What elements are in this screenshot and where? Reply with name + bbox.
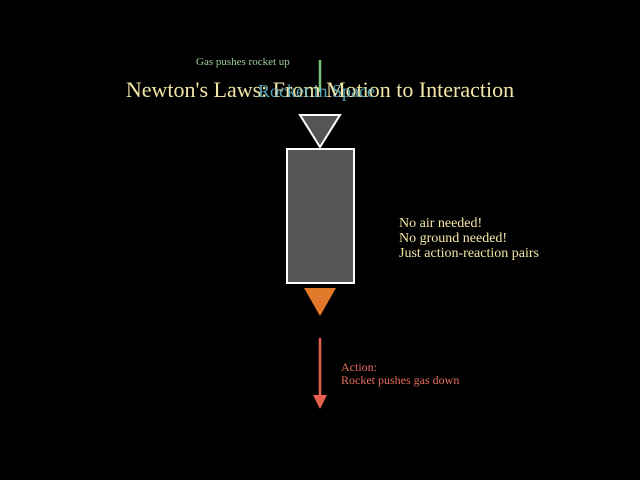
rocket-nose-cone — [298, 114, 342, 149]
reaction-label: Gas pushes rocket up — [196, 56, 290, 68]
note-line: No air needed! — [399, 216, 483, 231]
note-line: Just action-reaction pairs — [399, 246, 539, 261]
action-label-title: Action: — [341, 360, 377, 374]
note-line: No ground needed! — [399, 231, 508, 246]
rocket-in-space-label: Rocket in Space — [258, 81, 375, 101]
action-arrow-head — [313, 395, 327, 409]
diagram-title: Newton's Laws: From Motion to Interactio… — [125, 77, 515, 102]
rocket-body — [286, 148, 355, 284]
exhaust-flame — [304, 288, 336, 316]
notes-block: No air needed! No ground needed! Just ac… — [399, 216, 539, 261]
action-label-text: Rocket pushes gas down — [341, 373, 460, 387]
